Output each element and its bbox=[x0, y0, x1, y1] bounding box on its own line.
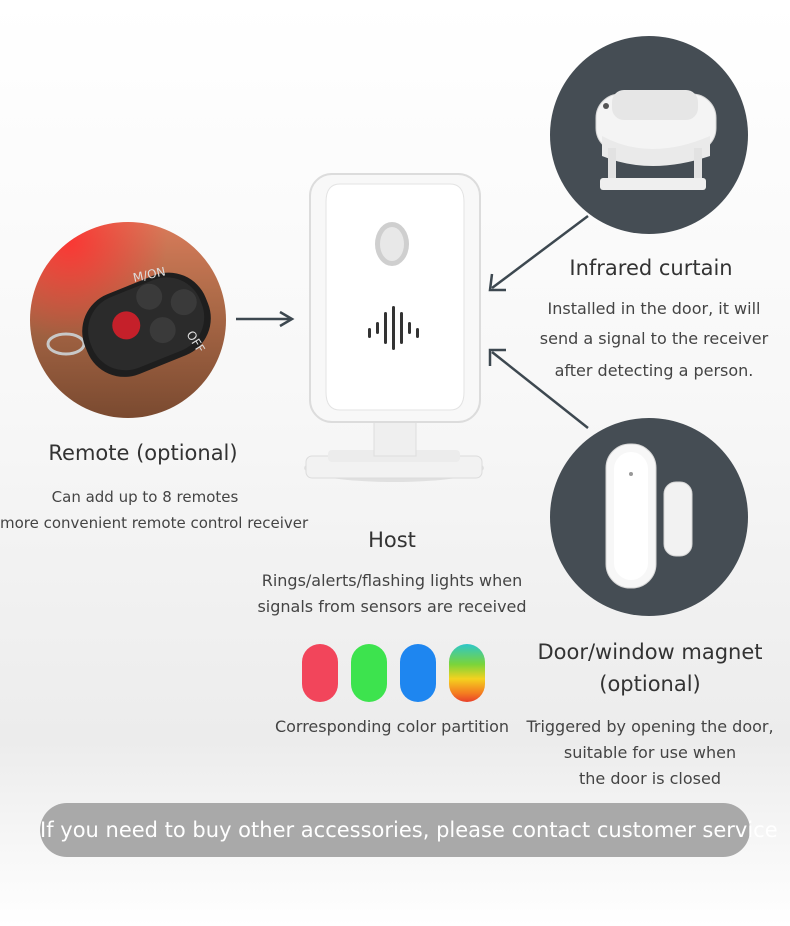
color-swatch-green bbox=[351, 644, 387, 702]
magnet-desc-line3: the door is closed bbox=[579, 769, 721, 788]
remote-title: Remote (optional) bbox=[48, 441, 238, 465]
arrow-down-left-icon bbox=[488, 215, 589, 292]
contact-service-banner: If you need to buy other accessories, pl… bbox=[40, 803, 778, 857]
magnet-photo bbox=[550, 418, 748, 616]
color-swatch-rainbow bbox=[449, 644, 485, 702]
magnet-title-line1: Door/window magnet bbox=[537, 640, 763, 664]
host-desc-line2: signals from sensors are received bbox=[257, 597, 527, 616]
color-swatch-red bbox=[302, 644, 338, 702]
remote-desc-line1: Can add up to 8 remotes bbox=[51, 488, 239, 506]
arrow-up-left-icon bbox=[488, 348, 589, 429]
infrared-desc-line1: Installed in the door, it will bbox=[547, 299, 761, 318]
colors-caption: Corresponding color partition bbox=[274, 717, 510, 736]
host-title: Host bbox=[368, 528, 416, 552]
infrared-title: Infrared curtain bbox=[569, 256, 733, 280]
host-desc-line1: Rings/alerts/flashing lights when bbox=[261, 571, 523, 590]
magnet-desc-line2: suitable for use when bbox=[563, 743, 737, 762]
remote-button-label-top: M/ON bbox=[132, 264, 167, 285]
color-swatch-blue bbox=[400, 644, 436, 702]
magnet-title-line2: (optional) bbox=[599, 672, 701, 696]
infrared-desc-line3: after detecting a person. bbox=[554, 361, 754, 380]
remote-photo: M/ON OFF bbox=[30, 222, 226, 418]
magnet-desc-line1: Triggered by opening the door, bbox=[526, 717, 774, 736]
remote-desc-line2: more convenient remote control receiver bbox=[0, 514, 309, 532]
infrared-desc-line2: send a signal to the receiver bbox=[539, 329, 769, 348]
infrared-photo bbox=[550, 36, 748, 234]
host-device bbox=[304, 173, 484, 482]
arrow-right-icon bbox=[236, 310, 295, 328]
